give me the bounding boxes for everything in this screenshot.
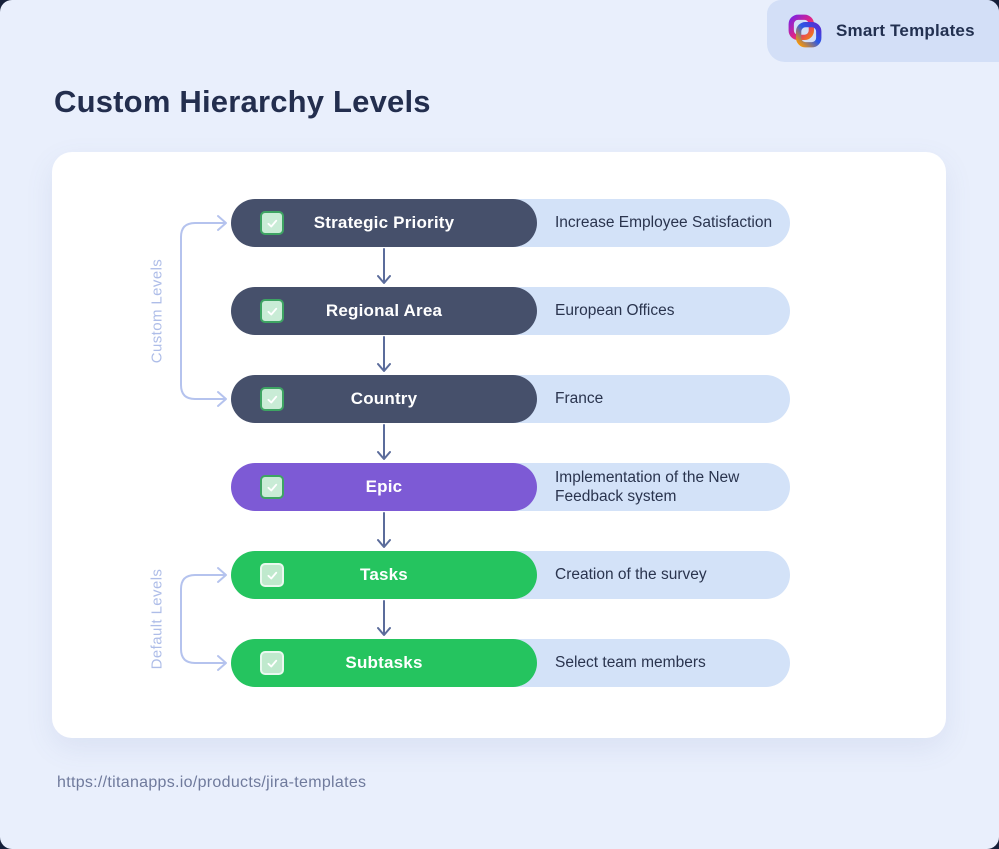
smart-templates-logo-icon xyxy=(788,14,822,48)
group-label-custom-levels: Custom Levels xyxy=(148,258,166,364)
checked-checkbox-icon[interactable] xyxy=(260,299,284,323)
level-pill: Subtasks xyxy=(231,639,537,687)
level-pill-label: Regional Area xyxy=(325,301,443,320)
brand-badge-label: Smart Templates xyxy=(836,21,975,40)
level-pill-label: Epic xyxy=(365,477,403,496)
level-pill: Strategic Priority xyxy=(231,199,537,247)
level-pill: Tasks xyxy=(231,551,537,599)
checked-checkbox-icon[interactable] xyxy=(260,211,284,235)
row-value-text: Creation of the survey xyxy=(555,566,707,584)
hierarchy-row-strategic-priority: Increase Employee Satisfaction Strategic… xyxy=(231,199,790,247)
level-pill: Country xyxy=(231,375,537,423)
row-value-tag: Increase Employee Satisfaction xyxy=(481,199,790,247)
checked-checkbox-icon[interactable] xyxy=(260,563,284,587)
hierarchy-row-tasks: Creation of the survey Tasks xyxy=(231,551,790,599)
footer-url-link[interactable]: https://titanapps.io/products/jira-templ… xyxy=(57,774,367,791)
row-value-text: Increase Employee Satisfaction xyxy=(555,214,773,232)
page-title: Custom Hierarchy Levels xyxy=(54,84,431,119)
hierarchy-row-subtasks: Select team members Subtasks xyxy=(231,639,790,687)
hierarchy-row-regional-area: European Offices Regional Area xyxy=(231,287,790,335)
checked-checkbox-icon[interactable] xyxy=(260,475,284,499)
row-value-text: Select team members xyxy=(555,654,706,672)
row-value-text: European Offices xyxy=(555,302,675,320)
level-pill-label: Country xyxy=(350,389,418,408)
row-value-text: Implementation of the New Feedback syste… xyxy=(555,468,740,505)
group-label-default-levels: Default Levels xyxy=(148,568,166,670)
level-pill-label: Tasks xyxy=(360,565,408,584)
brand-badge: Smart Templates xyxy=(767,0,999,62)
row-value-text: France xyxy=(555,390,604,408)
hierarchy-card: Custom Levels Default Levels Increase Em… xyxy=(52,152,946,738)
checked-checkbox-icon[interactable] xyxy=(260,651,284,675)
checked-checkbox-icon[interactable] xyxy=(260,387,284,411)
row-value-tag: Select team members xyxy=(481,639,790,687)
hierarchy-row-country: France Country xyxy=(231,375,790,423)
hierarchy-row-epic: Implementation of the New Feedback syste… xyxy=(231,463,790,511)
level-pill-label: Subtasks xyxy=(345,653,423,672)
level-pill: Epic xyxy=(231,463,537,511)
level-pill: Regional Area xyxy=(231,287,537,335)
level-pill-label: Strategic Priority xyxy=(313,213,455,232)
